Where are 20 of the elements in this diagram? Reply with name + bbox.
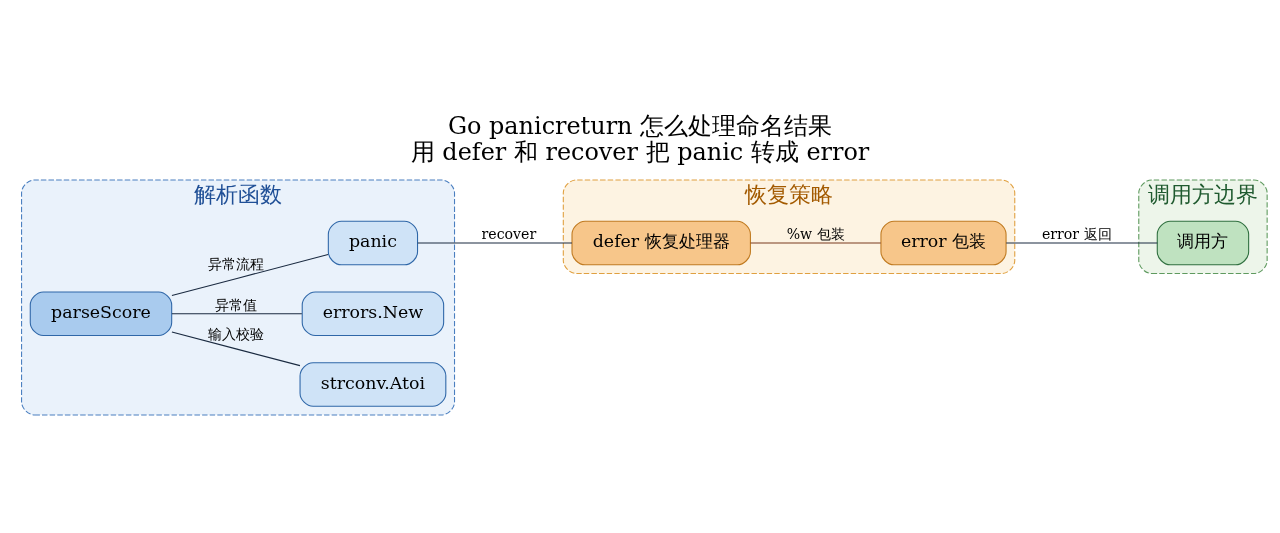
connector <box>417 242 573 244</box>
diagram-title: Go panicreturn 怎么处理命名结果 <box>447 111 833 140</box>
edge-label: error 返回 <box>1041 225 1112 242</box>
edge-label: 异常流程 <box>207 255 264 272</box>
edge-label: 异常值 <box>214 296 257 313</box>
connector <box>1005 242 1158 244</box>
edge-label: %w 包装 <box>786 225 845 242</box>
node-box: parseScore <box>29 290 173 336</box>
node-box: errors.New <box>301 290 445 336</box>
node-box: 调用方 <box>1156 220 1250 265</box>
connector <box>750 242 882 244</box>
edge-label: 输入校验 <box>207 325 264 342</box>
edge-label: recover <box>481 225 537 242</box>
connector <box>171 312 303 314</box>
connector <box>171 331 301 366</box>
node-box: defer 恢复处理器 <box>571 220 751 265</box>
node-box: panic <box>327 220 419 265</box>
connector <box>171 253 329 296</box>
node-box: error 包装 <box>880 220 1007 265</box>
node-box: strconv.Atoi <box>299 361 447 407</box>
